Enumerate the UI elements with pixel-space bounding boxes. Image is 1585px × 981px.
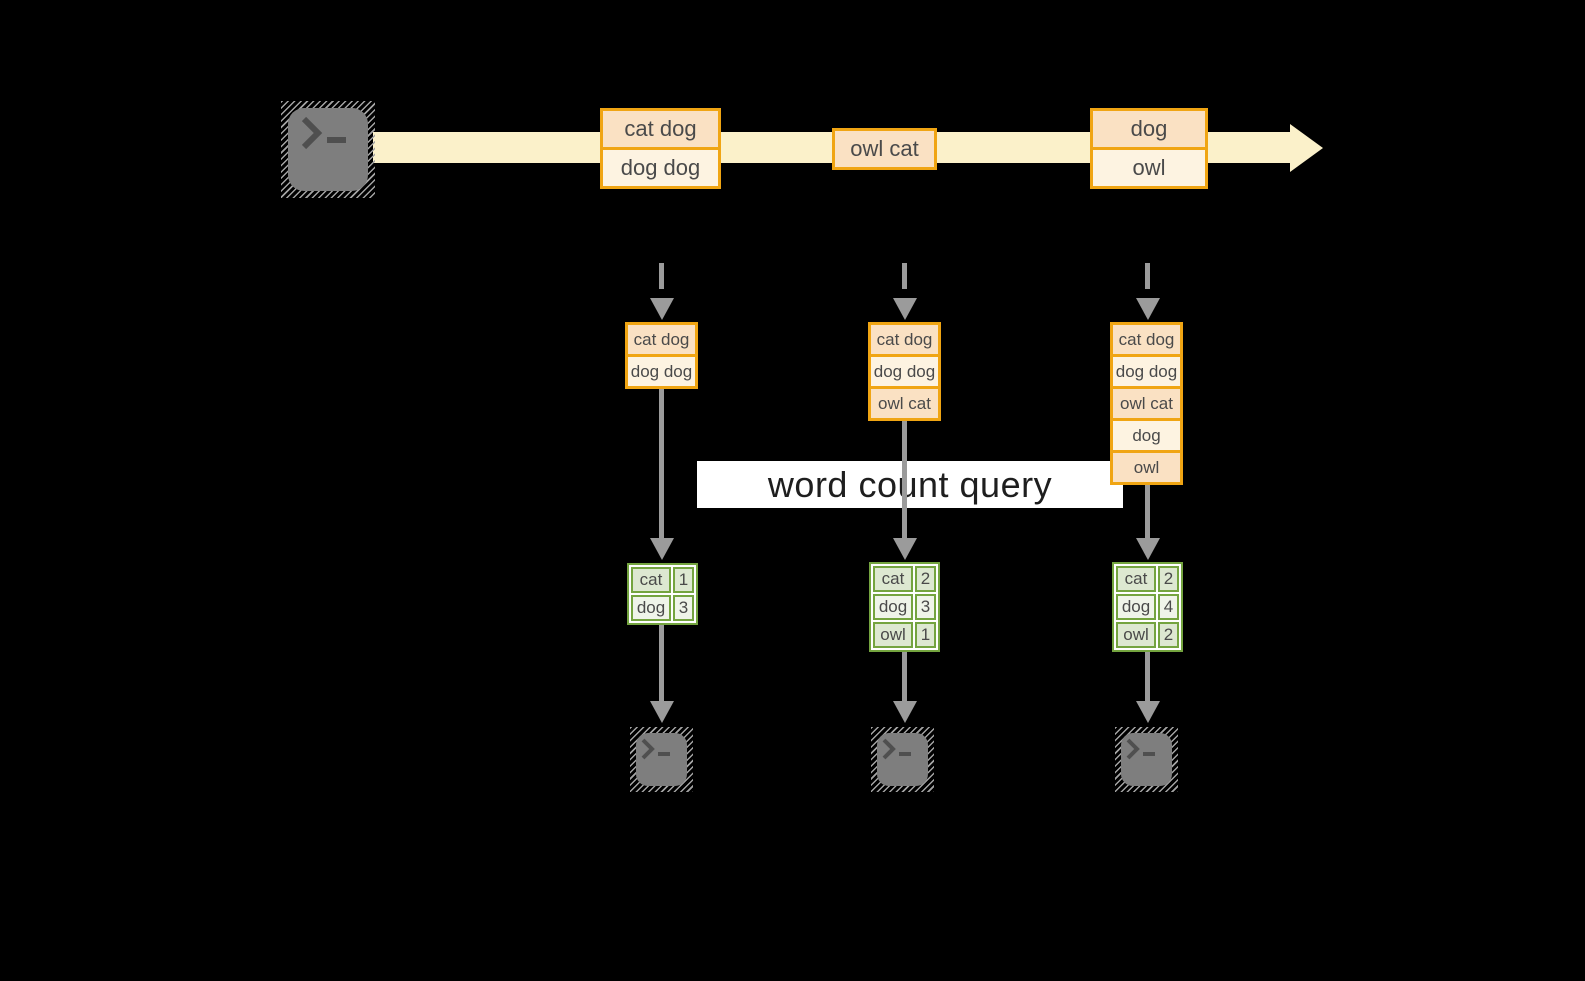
- word-cell: cat: [1116, 566, 1156, 592]
- terminal-prompt-icon: [1126, 738, 1155, 760]
- terminal-icon: [630, 727, 693, 792]
- word-cell: dog: [873, 594, 913, 620]
- ingest-arrow-head: [893, 298, 917, 320]
- word-count-table: cat 1 dog 3: [627, 563, 698, 625]
- result-arrow-line: [902, 652, 907, 701]
- result-arrow-line: [659, 625, 664, 701]
- count-cell: 3: [673, 595, 694, 621]
- count-cell: 4: [1158, 594, 1179, 620]
- stream-record-cell: owl cat: [1113, 386, 1180, 418]
- query-arrow-head: [893, 538, 917, 560]
- stream-record-cell: owl: [1093, 147, 1205, 186]
- word-cell: owl: [1116, 622, 1156, 648]
- accumulated-records-box: cat dog dog dog owl cat: [868, 322, 941, 421]
- query-label: word count query: [697, 461, 1123, 508]
- stream-record-cell: cat dog: [1113, 325, 1180, 354]
- accumulated-records-box: cat dog dog dog: [625, 322, 698, 389]
- stream-record-cell: cat dog: [603, 111, 718, 147]
- terminal-icon: [871, 727, 934, 792]
- count-cell: 1: [915, 622, 936, 648]
- ingest-arrow-head: [650, 298, 674, 320]
- stream-event-box: cat dog dog dog: [600, 108, 721, 189]
- stream-record-cell: dog: [1113, 418, 1180, 450]
- stream-record-cell: cat dog: [871, 325, 938, 354]
- word-count-table: cat 2 dog 3 owl 1: [869, 562, 940, 652]
- result-arrow-head: [893, 701, 917, 723]
- ingest-arrow-dash: [1145, 263, 1150, 289]
- stream-arrow-head: [1290, 124, 1323, 172]
- query-arrow-head: [1136, 538, 1160, 560]
- stream-record-cell: dog: [1093, 111, 1205, 147]
- count-cell: 2: [1158, 622, 1179, 648]
- count-cell: 2: [1158, 566, 1179, 592]
- count-cell: 2: [915, 566, 936, 592]
- terminal-icon: [1115, 727, 1178, 792]
- ingest-arrow-head: [1136, 298, 1160, 320]
- result-arrow-head: [1136, 701, 1160, 723]
- terminal-prompt-icon: [882, 738, 911, 760]
- query-arrow-line: [1145, 485, 1150, 538]
- stream-record-cell: dog dog: [871, 354, 938, 386]
- terminal-prompt-icon: [641, 738, 670, 760]
- word-count-table: cat 2 dog 4 owl 2: [1112, 562, 1183, 652]
- word-cell: dog: [631, 595, 671, 621]
- accumulated-records-box: cat dog dog dog owl cat dog owl: [1110, 322, 1183, 485]
- word-cell: dog: [1116, 594, 1156, 620]
- word-cell: owl: [873, 622, 913, 648]
- stream-record-cell: dog dog: [603, 147, 718, 186]
- stream-record-cell: owl cat: [835, 131, 934, 167]
- stream-record-cell: cat dog: [628, 325, 695, 354]
- count-cell: 3: [915, 594, 936, 620]
- stream-record-cell: owl cat: [871, 386, 938, 418]
- query-arrow-head: [650, 538, 674, 560]
- query-arrow-line: [902, 421, 907, 538]
- stream-record-cell: dog dog: [628, 354, 695, 386]
- ingest-arrow-dash: [659, 263, 664, 289]
- count-cell: 1: [673, 567, 694, 593]
- terminal-icon: [281, 101, 375, 198]
- terminal-screen: [288, 108, 368, 191]
- result-arrow-line: [1145, 652, 1150, 701]
- word-cell: cat: [631, 567, 671, 593]
- stream-event-box: owl cat: [832, 128, 937, 170]
- query-arrow-line: [659, 389, 664, 538]
- stream-record-cell: dog dog: [1113, 354, 1180, 386]
- word-cell: cat: [873, 566, 913, 592]
- stream-record-cell: owl: [1113, 450, 1180, 482]
- result-arrow-head: [650, 701, 674, 723]
- ingest-arrow-dash: [902, 263, 907, 289]
- stream-event-box: dog owl: [1090, 108, 1208, 189]
- terminal-prompt-icon: [301, 117, 346, 150]
